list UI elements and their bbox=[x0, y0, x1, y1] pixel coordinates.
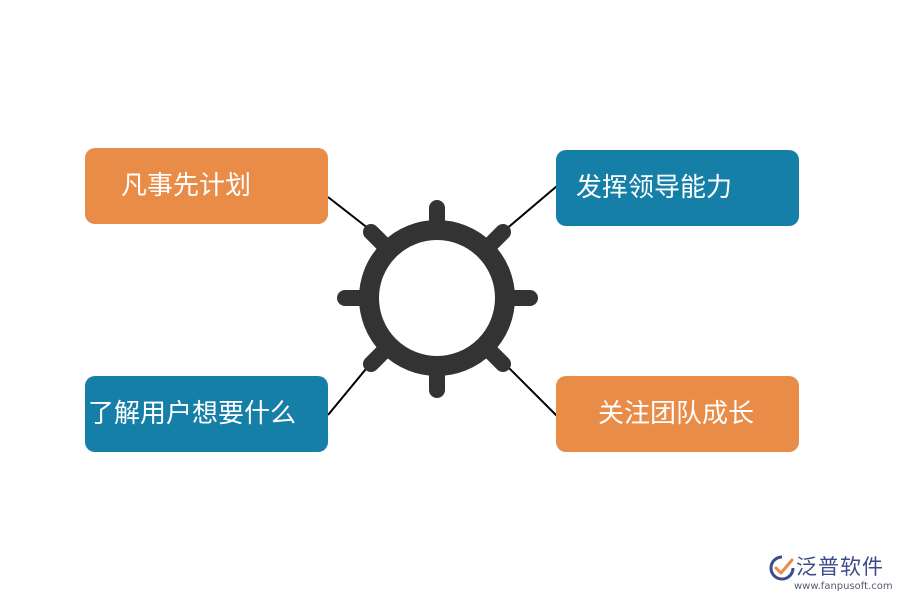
fanpu-logo-icon bbox=[769, 555, 795, 581]
node-bottom-left-label: 了解用户想要什么 bbox=[88, 399, 297, 429]
watermark-logo: 泛普软件 www.fanpusoft.com bbox=[768, 552, 893, 596]
node-bottom-left: 了解用户想要什么 bbox=[85, 376, 328, 452]
node-bottom-right: 关注团队成长 bbox=[556, 376, 799, 452]
node-top-right-label: 发挥领导能力 bbox=[576, 173, 733, 203]
node-top-left: 凡事先计划 bbox=[85, 148, 328, 224]
node-bottom-right-label: 关注团队成长 bbox=[598, 399, 755, 429]
watermark-url: www.fanpusoft.com bbox=[794, 581, 893, 592]
node-top-left-label: 凡事先计划 bbox=[121, 171, 252, 201]
watermark-name: 泛普软件 bbox=[796, 555, 884, 579]
gear-icon bbox=[337, 200, 538, 398]
node-top-right: 发挥领导能力 bbox=[556, 150, 799, 226]
